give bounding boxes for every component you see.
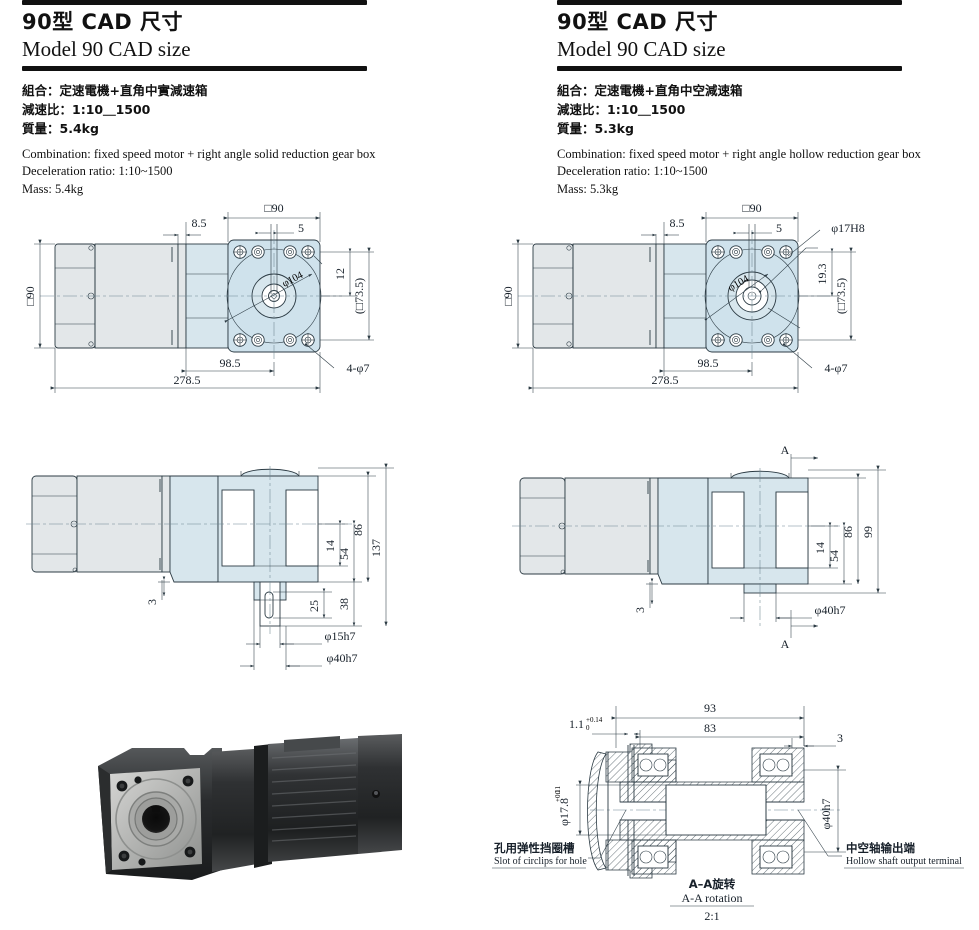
section-marker-a-top: A	[781, 443, 790, 457]
spec-ratio-cn: 減速比：1:10＿1500	[22, 101, 151, 117]
spec-ratio-cn-2: 減速比：1:10＿1500	[557, 101, 686, 117]
dim-25: 25	[307, 600, 321, 612]
callout-hollow-shaft-en: Hollow shaft output terminal	[846, 856, 962, 867]
spec-block-en-2: Combination: fixed speed motor + right a…	[557, 146, 979, 199]
dim-38: 38	[337, 598, 351, 610]
dim-4-phi-7: 4-φ7	[347, 361, 370, 375]
dim-137: 137	[369, 539, 383, 557]
dim-phi-17-H8: φ17H8	[831, 221, 865, 235]
dim-phi-40h7: φ40h7	[327, 651, 358, 665]
dim-phi-15h7: φ15h7	[325, 629, 356, 643]
spec-ratio-en: Deceleration ratio: 1:10~1500	[22, 164, 173, 179]
dim-98-5: 98.5	[220, 356, 241, 370]
drawing-top-right-plan-view: □90 5 8.5 □90 φ17H8 19.3 (□73.5) φ104 4-…	[500, 190, 930, 400]
dim-square-90-side: □90	[23, 286, 37, 305]
spec-ratio-en-2: Deceleration ratio: 1:10~1500	[557, 164, 708, 179]
section-title-cn: A–A旋转	[689, 877, 736, 891]
spec-combination-en: Combination: fixed speed motor + right a…	[22, 146, 376, 161]
dim-5: 5	[298, 221, 304, 235]
spec-mass-cn: 質量：5.4kg	[22, 121, 99, 137]
dim-278-5: 278.5	[174, 373, 201, 387]
page-title-cn-2: 90型 CAD 尺寸	[557, 10, 718, 34]
dim-1-1-upper: +0.14	[586, 716, 603, 724]
dim-phi-40h7-2: φ40h7	[815, 603, 846, 617]
dim-54-2: 54	[827, 550, 841, 562]
product-photo	[72, 722, 417, 912]
dim-98-5-2: 98.5	[698, 356, 719, 370]
spec-combination-en-2: Combination: fixed speed motor + right a…	[557, 146, 921, 161]
dim-square-90-top-2: □90	[742, 201, 761, 215]
dim-phi-40h7-section: φ40h7	[819, 799, 833, 830]
dim-278-5-2: 278.5	[652, 373, 679, 387]
dim-1-1: 1.1	[569, 717, 584, 731]
dim-14: 14	[323, 540, 337, 552]
drawing-top-left-plan-view: □90 5 8.5 □90 12 (□73.5) φ104 4-φ7	[22, 190, 442, 400]
spec-mass-en-2: Mass: 5.3kg	[557, 182, 619, 197]
dim-phi-17-8: φ17.8	[557, 798, 571, 826]
spec-mass-cn-2: 質量：5.3kg	[557, 121, 634, 137]
dim-19-3: 19.3	[815, 264, 829, 285]
dim-3: 3	[145, 599, 159, 605]
drawing-mid-left-side-view: 3 14 54 86 38 137 25 φ15h7	[22, 462, 442, 682]
spec-block-en: Combination: fixed speed motor + right a…	[22, 146, 492, 199]
dim-4-phi-7-2: 4-φ7	[825, 361, 848, 375]
dim-86: 86	[351, 524, 365, 536]
dim-86-2: 86	[841, 526, 855, 538]
header-rule-bottom-2	[557, 65, 902, 71]
dim-5-2: 5	[776, 221, 782, 235]
callout-circlip-slot-cn: 孔用弹性挡圈槽	[494, 841, 575, 855]
panel-right-header: 90型 CAD 尺寸 Model 90 CAD size 組合：定速電機+直角中…	[557, 0, 979, 420]
dim-square-90-top: □90	[264, 201, 283, 215]
dim-14-2: 14	[813, 542, 827, 554]
section-scale: 2:1	[704, 909, 719, 923]
dim-square-73-5-2: (□73.5)	[834, 278, 848, 314]
dim-phi-17-8-lower: 0	[554, 790, 562, 794]
spec-mass-en: Mass: 5.4kg	[22, 182, 84, 197]
dim-phi-17-8-upper: +0.11	[554, 786, 562, 802]
dim-square-73-5: (□73.5)	[352, 278, 366, 314]
spec-block-cn-2: 組合：定速電機+直角中空減速箱 減速比：1:10＿1500 質量：5.3kg	[557, 81, 979, 139]
dim-3-section: 3	[837, 731, 843, 745]
dim-83: 83	[704, 721, 716, 735]
spec-combination-cn: 組合：定速電機+直角中實減速箱	[22, 82, 208, 98]
callout-circlip-slot-en: Slot of circlips for hole	[494, 856, 587, 867]
dim-8-5: 8.5	[192, 216, 207, 230]
dim-1-1-lower: 0	[586, 724, 590, 732]
spec-combination-cn-2: 組合：定速電機+直角中空減速箱	[557, 82, 743, 98]
drawing-mid-right-side-view: A 3 14 54 86	[500, 432, 930, 662]
drawing-section-aa-detail: 93 83 1.1 +0.14 0 φ17.8 +0.11 0 3 φ40h7	[480, 690, 970, 930]
page-title-en: Model 90 CAD size	[22, 37, 191, 62]
header-rule-top	[22, 0, 367, 5]
page-title-en-2: Model 90 CAD size	[557, 37, 726, 62]
dim-12: 12	[333, 268, 347, 280]
section-title-en: A-A rotation	[682, 891, 743, 905]
dim-99: 99	[861, 526, 875, 538]
dim-square-90-side-2: □90	[501, 286, 515, 305]
header-rule-top-2	[557, 0, 902, 5]
dim-93: 93	[704, 701, 716, 715]
callout-hollow-shaft-cn: 中空轴输出端	[846, 841, 915, 855]
spec-block-cn: 組合：定速電機+直角中實減速箱 減速比：1:10＿1500 質量：5.4kg	[22, 81, 492, 139]
page-title-cn: 90型 CAD 尺寸	[22, 10, 183, 34]
header-rule-bottom	[22, 65, 367, 71]
dim-54: 54	[337, 548, 351, 560]
section-marker-a-bottom: A	[781, 637, 790, 651]
dim-3-2: 3	[633, 607, 647, 613]
panel-left-header: 90型 CAD 尺寸 Model 90 CAD size 組合：定速電機+直角中…	[22, 0, 492, 420]
dim-8-5-2: 8.5	[670, 216, 685, 230]
